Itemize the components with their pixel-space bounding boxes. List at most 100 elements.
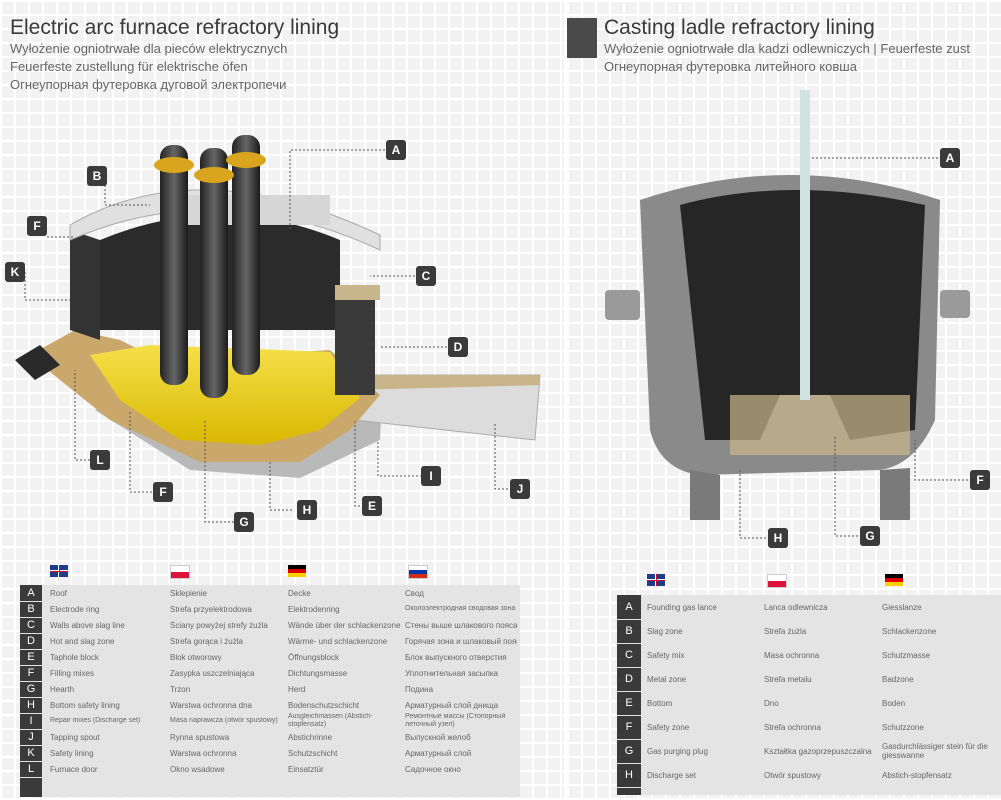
table-row: C Safety mix Masa ochronna Schutzmasse: [617, 643, 1001, 668]
row-en: Slag zone: [647, 626, 683, 636]
row-pl: Masa ochronna: [764, 650, 820, 660]
row-de: Schutzzone: [882, 722, 924, 732]
russia-flag-icon: [408, 565, 428, 579]
row-de: Dichtungsmasse: [288, 668, 348, 678]
row-pl: Rynna spustowa: [170, 732, 230, 742]
left-subtitle-ru: Огнеупорная футеровка дуговой электропеч…: [10, 77, 287, 92]
row-pl: Warstwa ochronna: [170, 748, 237, 758]
row-letter: A: [625, 601, 633, 613]
furnace-illustration: [15, 135, 541, 523]
row-en: Safety zone: [647, 722, 690, 732]
table-row: J Tapping spout Rynna spustowa Abstichri…: [20, 729, 520, 746]
row-en: Founding gas lance: [647, 602, 717, 612]
row-de: Elektrodenring: [288, 604, 340, 614]
row-ru: Арматурный слой днища: [405, 700, 499, 710]
row-de: Bodenschutzschicht: [288, 700, 360, 710]
row-ru: Околоэлектродная сводовая зона: [405, 605, 516, 612]
poland-flag-icon: [170, 565, 190, 579]
row-de: Giesslanze: [882, 602, 922, 612]
row-letter: F: [27, 667, 35, 679]
row-de: Boden: [882, 698, 906, 708]
callout-f-lower: F: [153, 482, 173, 502]
row-de: Abstichrinne: [288, 732, 333, 742]
callout-i: I: [421, 466, 441, 486]
table-row: A Roof Sklepienie Decke Свод: [20, 585, 520, 602]
germany-flag-icon: [885, 574, 903, 586]
row-letter: A: [27, 587, 35, 599]
row-de: Schlackenzone: [882, 626, 937, 636]
row-pl: Blok otworowy: [170, 652, 222, 662]
table-row: K Safety lining Warstwa ochronna Schutzs…: [20, 745, 520, 762]
table-row: B Slag zone Strefa żużla Schlackenzone: [617, 619, 1001, 644]
table-row: F Safety zone Strefa ochronna Schutzzone: [617, 715, 1001, 740]
row-letter: K: [27, 747, 35, 759]
row-letter: H: [27, 699, 35, 711]
uk-flag-icon: [647, 574, 665, 586]
row-letter: C: [27, 619, 35, 631]
table-row: I Repair mixes (Discharge set) Masa napr…: [20, 713, 520, 730]
poland-flag-icon: [767, 574, 787, 588]
callout-h: H: [297, 500, 317, 520]
table-row: L Furnace door Okno wsadowe Einsatztür С…: [20, 761, 520, 778]
row-pl: Lanca odlewnicza: [764, 602, 828, 612]
row-letter: F: [625, 721, 633, 733]
panel-divider: [564, 0, 567, 800]
callout-j: J: [510, 479, 530, 499]
ladle-callout-f: F: [970, 470, 990, 490]
row-pl: Kształtka gazoprzepuszczalna: [764, 746, 872, 756]
row-en: Roof: [50, 588, 67, 598]
row-letter: B: [625, 625, 633, 637]
table-row: B Electrode ring Strefa przyelektrodowa …: [20, 601, 520, 618]
row-de: Schutzschicht: [288, 748, 338, 758]
table-row: G Hearth Trzon Herd Подина: [20, 681, 520, 698]
row-letter: L: [27, 763, 35, 775]
right-legend-letter-column: [617, 595, 641, 795]
row-letter: J: [28, 731, 34, 743]
right-subtitle-ru: Огнеупорная футеровка литейного ковша: [604, 59, 857, 74]
row-letter: G: [624, 745, 634, 757]
row-letter: E: [625, 697, 633, 709]
right-subtitle-pl-de: Wyłożenie ogniotrwałe dla kadzi odlewnic…: [604, 41, 970, 56]
table-row: G Gas purging plug Kształtka gazoprzepus…: [617, 739, 1001, 764]
row-de: Decke: [288, 588, 311, 598]
row-pl: Strefa gorąca i żużla: [170, 636, 243, 646]
row-en: Furnace door: [50, 764, 98, 774]
row-letter: G: [26, 683, 36, 695]
table-row: F Filling mixes Zasypka uszczelniająca D…: [20, 665, 520, 682]
row-en: Bottom: [647, 698, 673, 708]
table-row: E Bottom Dno Boden: [617, 691, 1001, 716]
row-de: Badzone: [882, 674, 914, 684]
row-de: Öffnungsblock: [288, 652, 339, 662]
ladle-callout-h: H: [768, 528, 788, 548]
row-letter: C: [625, 649, 633, 661]
row-ru: Садочное окно: [405, 764, 461, 774]
row-ru: Подина: [405, 684, 434, 694]
row-de: Wärme- und schlackenzone: [288, 636, 388, 646]
row-ru: Выпускной желоб: [405, 732, 471, 742]
ladle-callout-g: G: [860, 526, 880, 546]
right-legend-table: [617, 595, 1001, 795]
row-de: Abstich-stopfensatz: [882, 770, 952, 780]
row-pl: Zasypka uszczelniająca: [170, 668, 255, 678]
right-title-tab: [567, 18, 597, 58]
row-de: Wände über der schlackenzone: [288, 620, 401, 630]
table-row: H Discharge set Otwór spustowy Abstich-s…: [617, 763, 1001, 788]
row-letter: H: [625, 769, 633, 781]
row-letter: E: [27, 651, 35, 663]
row-ru: Ремонтные массы (Стопорный леточный узел…: [405, 713, 506, 728]
row-en: Filling mixes: [50, 668, 95, 678]
callout-g: G: [234, 512, 254, 532]
left-subtitle-de: Feuerfeste zustellung für elektrische öf…: [10, 59, 248, 74]
row-pl: Strefa metalu: [764, 674, 812, 684]
row-de: Schutzmasse: [882, 650, 931, 660]
germany-flag-icon: [288, 565, 306, 577]
row-ru: Свод: [405, 588, 424, 598]
row-pl: Okno wsadowe: [170, 764, 225, 774]
row-pl: Trzon: [170, 684, 191, 694]
table-row: H Bottom safety lining Warstwa ochronna …: [20, 697, 520, 714]
row-en: Hearth: [50, 684, 75, 694]
callout-l: L: [90, 450, 110, 470]
left-title: Electric arc furnace refractory lining: [10, 16, 340, 39]
row-en: Repair mixes (Discharge set): [50, 717, 141, 724]
row-en: Hot and slag zone: [50, 636, 115, 646]
